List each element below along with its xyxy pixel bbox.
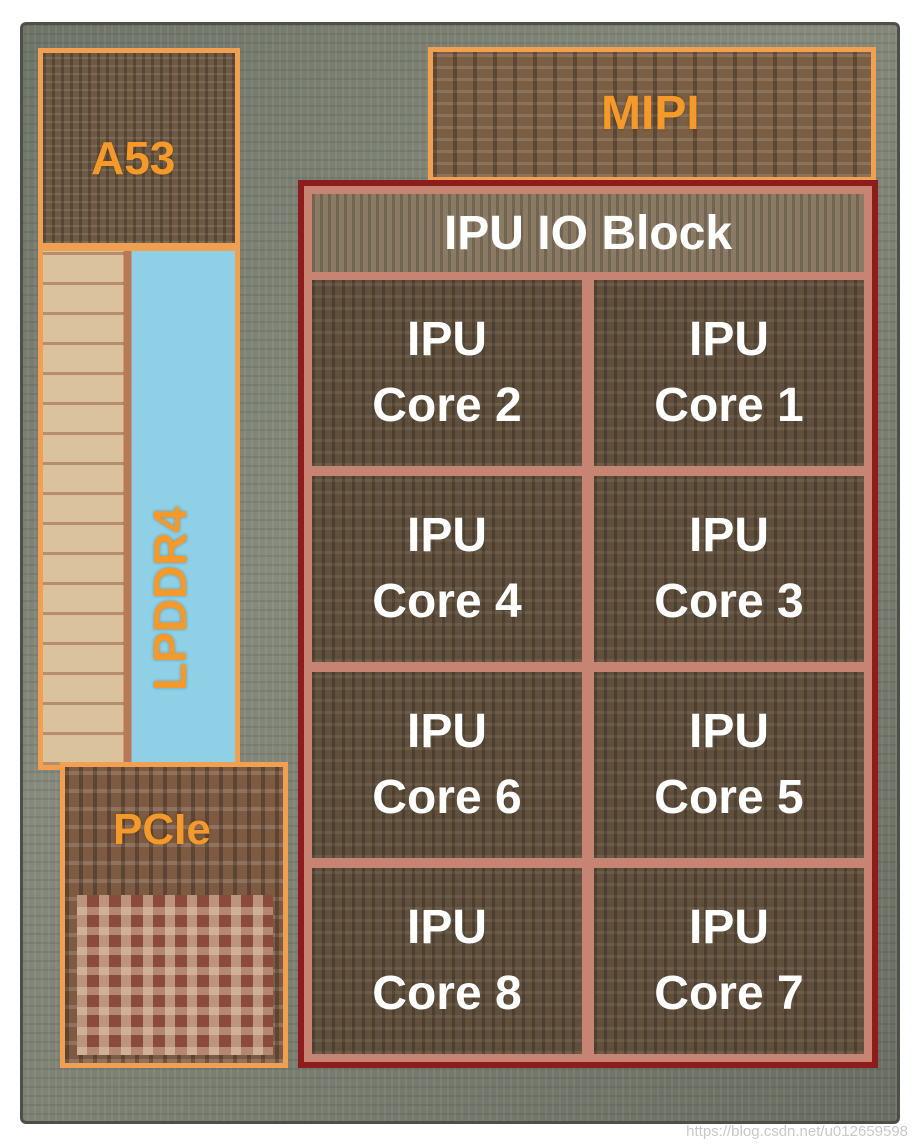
core-label-line1: IPU xyxy=(406,508,487,562)
core-label-line2: Core 5 xyxy=(654,771,804,824)
pcie-label: PCIe xyxy=(113,805,211,854)
a53-label: A53 xyxy=(91,132,176,184)
core-label-line2: Core 2 xyxy=(372,379,522,432)
ipu-core-3: IPU Core 3 xyxy=(594,476,864,662)
core-label-line2: Core 1 xyxy=(654,379,804,432)
core-label-line1: IPU xyxy=(406,312,487,366)
ipu-core-1: IPU Core 1 xyxy=(594,280,864,466)
core-label-line2: Core 8 xyxy=(372,967,522,1020)
pcie-texture xyxy=(77,895,273,1055)
ipu-io-block: IPU IO Block xyxy=(312,194,864,272)
core-label-line1: IPU xyxy=(406,900,487,954)
ipu-core-5: IPU Core 5 xyxy=(594,672,864,858)
ipu-core-6: IPU Core 6 xyxy=(312,672,582,858)
ipu-core-4: IPU Core 4 xyxy=(312,476,582,662)
watermark: https://blog.csdn.net/u012659598 xyxy=(686,1123,908,1140)
core-label-line2: Core 4 xyxy=(372,575,522,628)
core-label-line1: IPU xyxy=(688,900,769,954)
core-label-line1: IPU xyxy=(688,704,769,758)
lpddr4-texture xyxy=(43,251,124,765)
mipi-label: MIPI xyxy=(601,87,700,140)
lpddr4-block: LPDDR4 xyxy=(38,246,240,770)
ipu-io-block-label: IPU IO Block xyxy=(443,206,733,260)
core-label-line2: Core 6 xyxy=(372,771,522,824)
core-label-line1: IPU xyxy=(406,704,487,758)
ipu-core-8: IPU Core 8 xyxy=(312,868,582,1054)
lpddr4-label: LPDDR4 xyxy=(144,506,196,691)
core-label-line2: Core 3 xyxy=(654,575,804,628)
ipu-block: IPU IO Block IPU Core 2 IPU Core 1 IPU C… xyxy=(298,180,878,1068)
core-label-line1: IPU xyxy=(688,508,769,562)
pcie-block: PCIe xyxy=(60,762,288,1068)
ipu-core-2: IPU Core 2 xyxy=(312,280,582,466)
a53-block: A53 xyxy=(38,48,240,248)
ipu-core-7: IPU Core 7 xyxy=(594,868,864,1054)
core-label-line1: IPU xyxy=(688,312,769,366)
core-label-line2: Core 7 xyxy=(654,967,804,1020)
mipi-block: MIPI xyxy=(428,47,876,182)
